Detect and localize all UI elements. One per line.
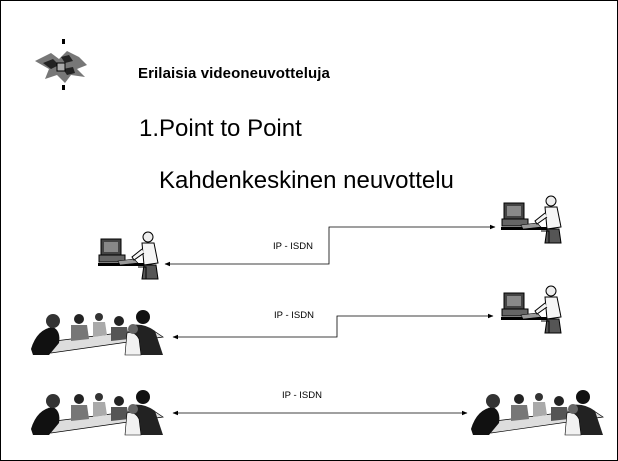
desktop-user-icon [500, 285, 562, 334]
desktop-user-icon [97, 231, 159, 280]
slide-title: Erilaisia videoneuvotteluja [138, 65, 330, 82]
bullet-point-to-point: 1.Point to Point [139, 115, 302, 143]
university-logo-icon [35, 39, 87, 90]
meeting-group-icon [30, 309, 164, 356]
bullet-text: Point to Point [159, 115, 302, 142]
link-label-3: IP - ISDN [282, 390, 322, 401]
sub-bullet: Kahdenkeskinen neuvottelu [159, 167, 454, 194]
link-line-1 [164, 224, 496, 267]
meeting-group-icon [470, 389, 604, 436]
link-line-2 [172, 313, 494, 340]
bullet-number: 1. [139, 115, 160, 142]
meeting-group-icon [30, 389, 164, 436]
desktop-user-icon [500, 195, 562, 244]
